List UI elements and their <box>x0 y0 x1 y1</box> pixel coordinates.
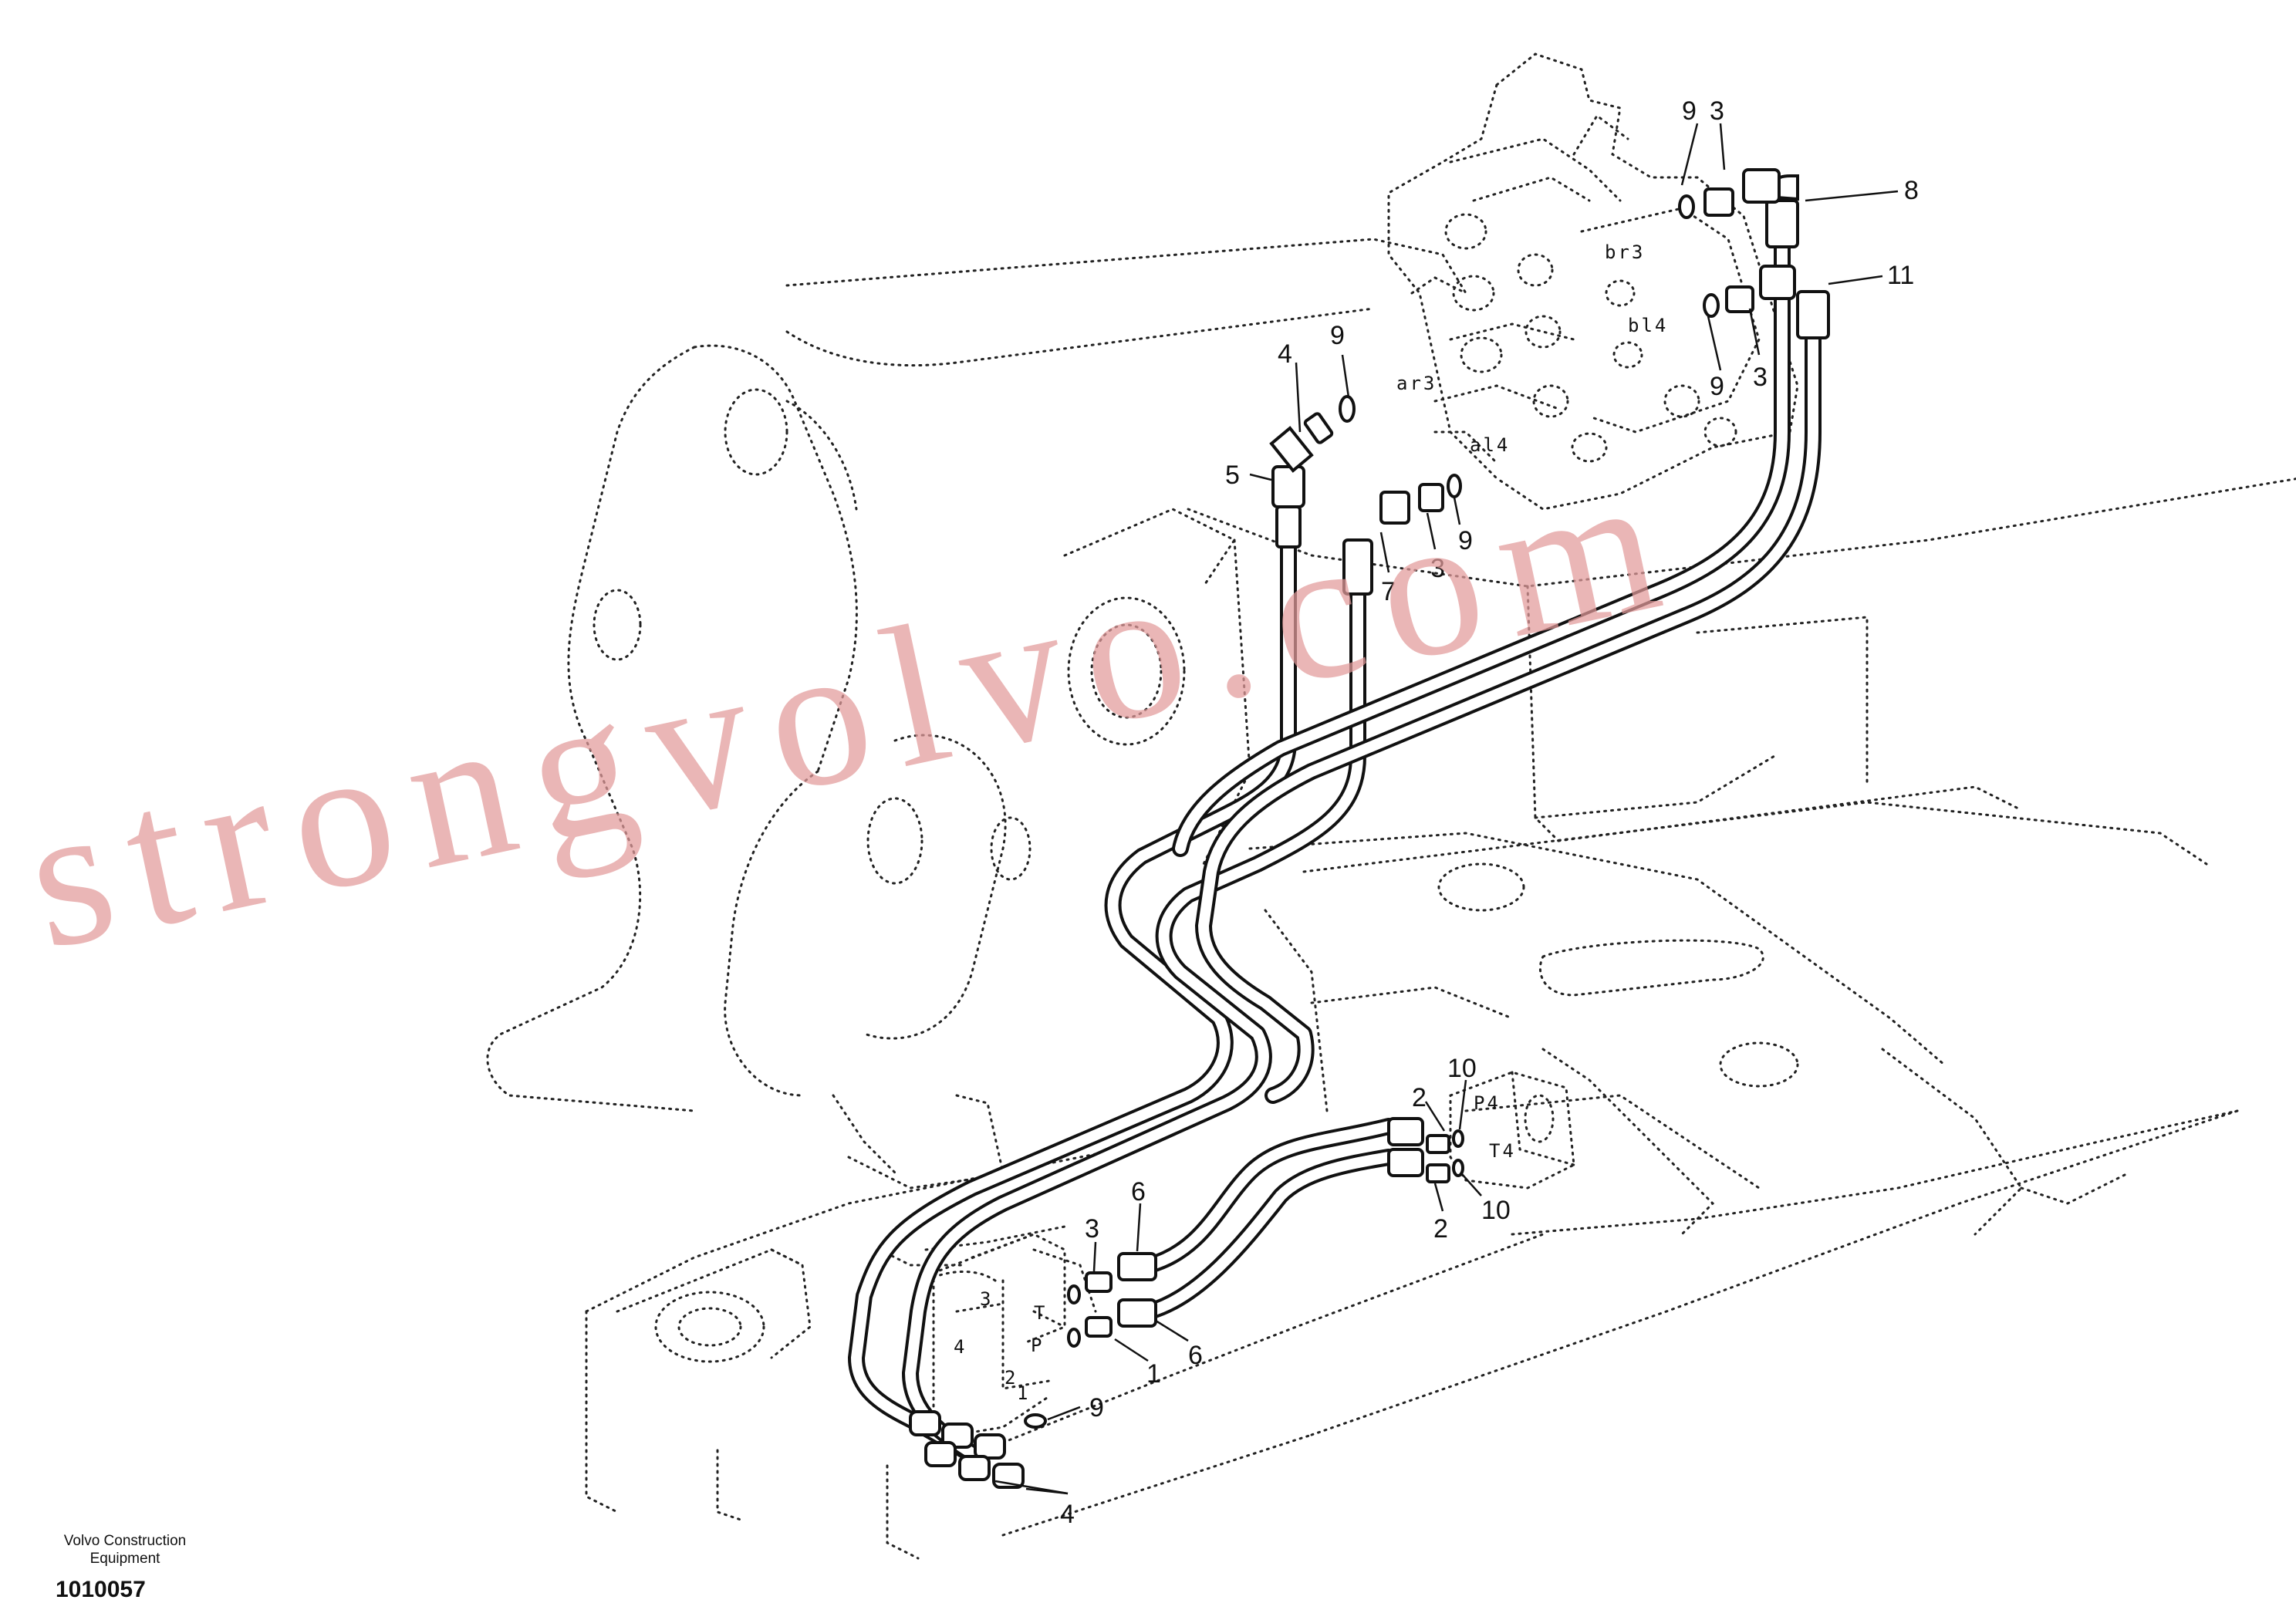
fittings <box>909 168 1830 1489</box>
callout-8: 8 <box>1904 176 1919 205</box>
footer-brand: Volvo Construction Equipment <box>56 1532 194 1568</box>
callout-1: 1 <box>1146 1359 1161 1389</box>
fitting-6-upper <box>1117 1252 1157 1281</box>
callout-9: 9 <box>1682 96 1697 126</box>
pilot-block-outline <box>1449 1071 1575 1190</box>
callout-2: 2 <box>1433 1214 1448 1244</box>
callout-3: 3 <box>1085 1214 1099 1244</box>
callout-5: 5 <box>1225 461 1240 490</box>
port-label-br3: br3 <box>1605 241 1645 263</box>
port-label-bl4: bl4 <box>1628 315 1668 336</box>
callout-3: 3 <box>1753 363 1768 392</box>
leader-lines <box>994 123 1899 1495</box>
drawing-number: 1010057 <box>56 1577 146 1602</box>
port-label-4: 4 <box>954 1336 967 1358</box>
callout-9: 9 <box>1089 1393 1104 1423</box>
callout-3: 3 <box>1430 554 1445 583</box>
callout-3: 3 <box>1710 96 1724 126</box>
hoses <box>848 223 1822 1466</box>
callout-numbers: 9 3 8 11 3 9 9 4 5 9 3 7 10 2 10 2 6 3 1… <box>1060 96 1919 1529</box>
fitting-11 <box>1796 290 1830 339</box>
machine-outline <box>486 238 2296 1560</box>
callout-6: 6 <box>1131 1177 1146 1207</box>
fitting-8 <box>1765 199 1799 248</box>
port-label-1: 1 <box>1017 1382 1030 1404</box>
callout-9: 9 <box>1330 321 1345 350</box>
callout-4: 4 <box>1060 1500 1075 1529</box>
callout-7: 7 <box>1381 577 1396 606</box>
callout-10: 10 <box>1447 1054 1477 1083</box>
callout-11: 11 <box>1887 261 1914 290</box>
callout-9: 9 <box>1710 372 1724 401</box>
fitting-7 <box>1342 538 1373 596</box>
callout-10: 10 <box>1481 1196 1511 1225</box>
control-valve-outline <box>1387 52 1799 511</box>
callout-9: 9 <box>1458 526 1473 555</box>
port-label-t4: T4 <box>1489 1140 1516 1162</box>
port-label-3: 3 <box>980 1288 993 1310</box>
port-label-t: T <box>1034 1302 1047 1324</box>
port-label-2: 2 <box>1004 1367 1018 1389</box>
callout-6: 6 <box>1188 1341 1203 1370</box>
port-label-ar3: ar3 <box>1396 373 1437 394</box>
port-label-al4: al4 <box>1470 434 1510 456</box>
fitting-4-upper <box>1269 426 1314 473</box>
footer-brand-line1: Volvo Construction <box>63 1533 187 1549</box>
fitting-6-lower <box>1117 1298 1157 1328</box>
footer-brand-line2: Equipment <box>89 1551 160 1567</box>
port-labels: br3 bl4 ar3 al4 P4 T4 T P 3 4 2 1 <box>954 241 1668 1404</box>
callout-4: 4 <box>1278 339 1292 369</box>
port-label-p: P <box>1031 1335 1044 1356</box>
callout-2: 2 <box>1412 1083 1427 1112</box>
port-label-p4: P4 <box>1474 1092 1501 1114</box>
